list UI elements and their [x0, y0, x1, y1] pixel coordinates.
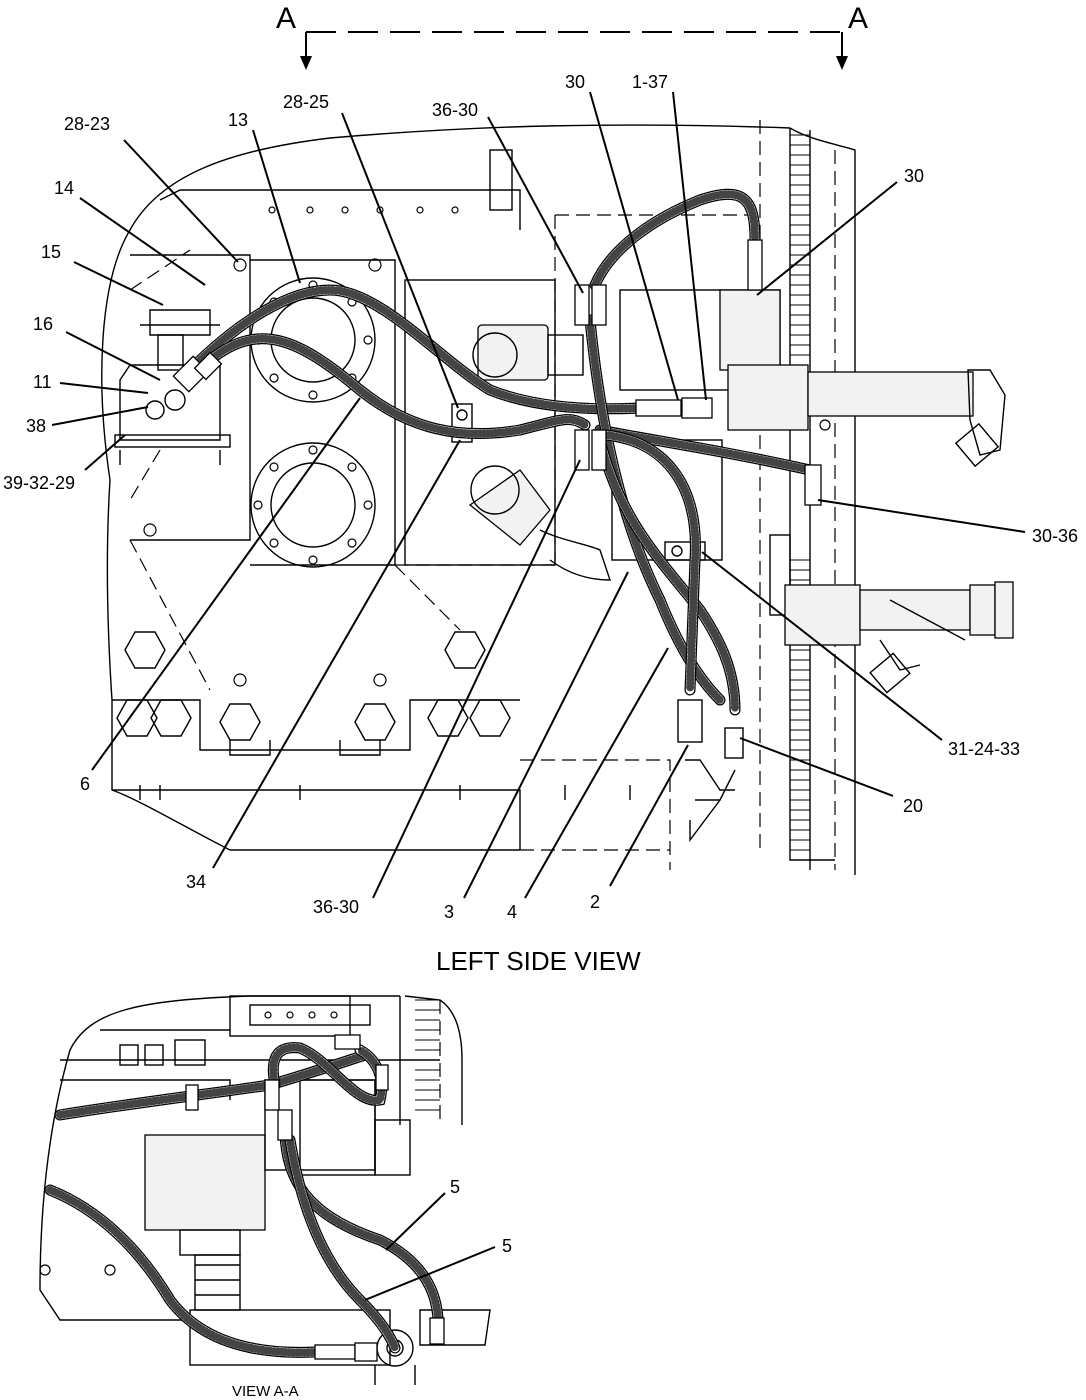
callout-6: 6: [80, 774, 90, 794]
callout-31-24-33: 31-24-33: [948, 739, 1020, 759]
section-label-right: A: [848, 2, 868, 35]
hose-3: [584, 314, 726, 706]
callout-1-37: 1-37: [632, 72, 668, 92]
view-a-a-drawing: [39, 995, 491, 1385]
hose-upper-loop: [589, 188, 761, 291]
left-side-view-drawing: [101, 120, 1014, 875]
callout-11: 11: [33, 372, 52, 392]
callout-15: 15: [41, 242, 61, 262]
callout-34: 34: [186, 872, 206, 892]
hose-5-lower: [284, 1134, 401, 1354]
callout-13: 13: [228, 110, 248, 130]
callout-3: 3: [444, 902, 454, 922]
callout-labels: 28-23 13 28-25 36-30 30 1-37 30 14 15 16…: [3, 72, 1078, 922]
callout-14: 14: [54, 178, 74, 198]
hose-34: [204, 333, 591, 440]
callout-16: 16: [33, 314, 53, 334]
hoses-left-side-view: [172, 188, 822, 716]
leader-lines-view-a-a: [364, 1192, 496, 1301]
hose-2: [599, 429, 701, 696]
callout-5-upper: 5: [450, 1177, 460, 1197]
callout-2: 2: [590, 892, 600, 912]
callout-5-lower: 5: [502, 1236, 512, 1256]
section-line-a-a: A A: [276, 2, 868, 70]
callout-28-23: 28-23: [64, 114, 110, 134]
view-a-a-title: VIEW A-A: [232, 1383, 299, 1400]
callout-30-top: 30: [565, 72, 585, 92]
callout-38: 38: [26, 416, 46, 436]
callout-36-30-top: 36-30: [432, 100, 478, 120]
callout-36-30-bottom: 36-30: [313, 897, 359, 917]
callout-30-right: 30: [904, 166, 924, 186]
hose-view-left: [44, 1184, 321, 1358]
leader-lines: [51, 91, 1026, 899]
left-side-view-title: LEFT SIDE VIEW: [436, 946, 641, 976]
callout-30-36: 30-36: [1032, 526, 1078, 546]
callout-39-32-29: 39-32-29: [3, 473, 75, 493]
hose-view-top: [54, 1049, 371, 1121]
callout-4: 4: [507, 902, 517, 922]
hoses-view-a-a: [44, 1034, 445, 1362]
callout-28-25: 28-25: [283, 92, 329, 112]
callout-20: 20: [903, 796, 923, 816]
hose-13: [184, 284, 646, 415]
section-label-left: A: [276, 2, 296, 35]
